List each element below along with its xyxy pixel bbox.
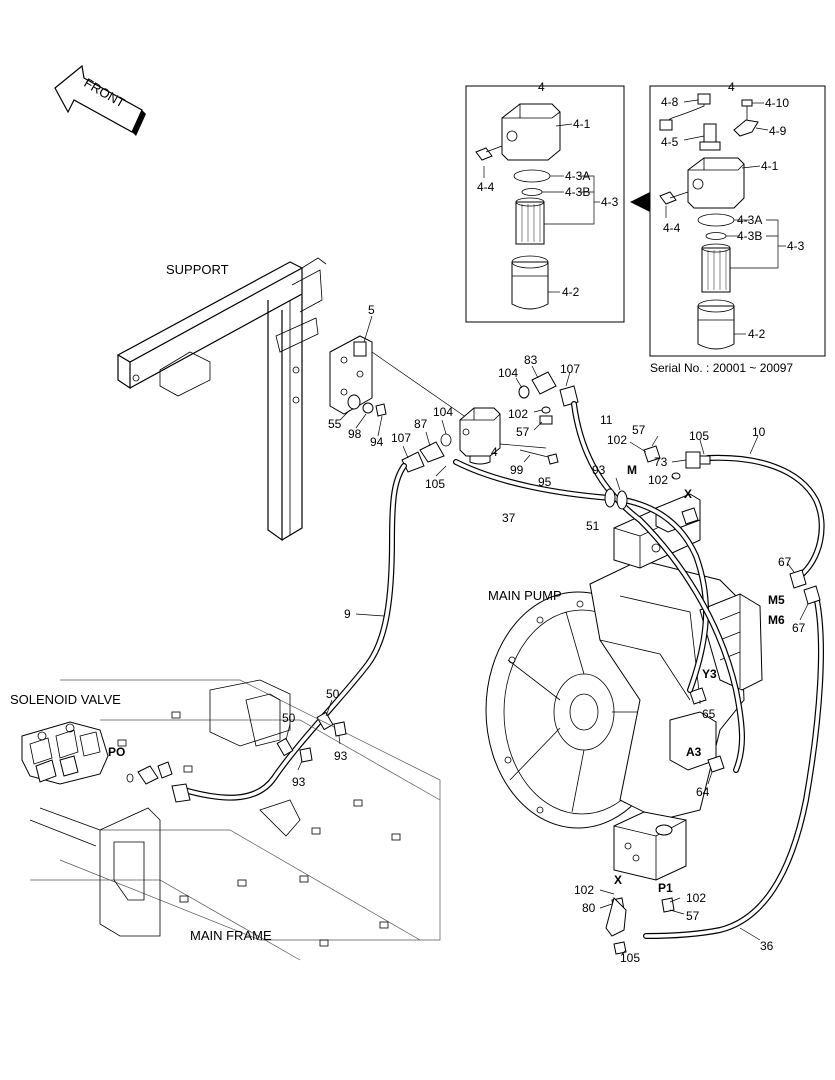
part-number: 10 (752, 425, 766, 439)
inset-left-label: 4-3 (601, 195, 619, 209)
inset-right-label: 4-8 (661, 95, 679, 109)
part-number: 80 (582, 901, 596, 915)
port-label: M5 (768, 593, 785, 607)
part-number: 5 (368, 303, 375, 317)
part-number: 104 (498, 366, 518, 380)
part-number: 94 (370, 435, 384, 449)
support-label: SUPPORT (166, 262, 229, 277)
main-frame (29, 679, 441, 961)
port-label: A3 (686, 745, 702, 759)
part-number: 57 (632, 423, 646, 437)
part-number: 87 (414, 417, 428, 431)
part-number: 107 (391, 431, 411, 445)
inset-right-label: 4-3 (787, 239, 805, 253)
serial-note: Serial No. : 20001 ~ 20097 (650, 361, 793, 375)
part-number: 93 (592, 463, 606, 477)
solenoid-valve-label: SOLENOID VALVE (10, 692, 121, 707)
part-number: 50 (326, 687, 340, 701)
part-number: 102 (607, 433, 627, 447)
part-number: 36 (760, 939, 774, 953)
part-number: 105 (689, 429, 709, 443)
inset-right-label: 4-5 (661, 135, 679, 149)
port-label: P1 (658, 881, 673, 895)
inset-right: 4 (649, 80, 826, 375)
port-label: X (614, 873, 622, 887)
part-number: 93 (292, 775, 306, 789)
inset-right-label: 4-4 (663, 221, 681, 235)
part-number: 93 (334, 749, 348, 763)
inset-right-label: 4-1 (761, 159, 779, 173)
inset-left-label: 4-1 (573, 117, 591, 131)
main-pump-label: MAIN PUMP (488, 588, 562, 603)
part-number: 55 (328, 417, 342, 431)
part-number: 51 (586, 519, 600, 533)
port-label: X (684, 487, 692, 501)
part-number: 11 (600, 413, 613, 427)
part-number: 50 (282, 711, 296, 725)
inset-left-title: 4 (538, 80, 545, 94)
part-number: 102 (686, 891, 706, 905)
part-number: 95 (538, 475, 552, 489)
fitting-group-83: 83 104 107 102 57 (498, 353, 580, 439)
part-number: 65 (702, 707, 716, 721)
part-number: 104 (433, 405, 453, 419)
part-number: 64 (696, 785, 710, 799)
part-number: 67 (778, 555, 792, 569)
main-pump (485, 493, 763, 913)
port-label: M (627, 463, 637, 477)
fittings-right: 11 57 102 73 102 105 10 93 51 37 67 67 6… (502, 413, 821, 965)
part-number: 83 (524, 353, 538, 367)
inset-right-label: 4-10 (765, 96, 789, 110)
part-number: 4 (491, 445, 498, 459)
inset-left: 4 4-1 4-4 4-3A 4-3B 4-3 4-2 (465, 80, 625, 323)
part-number: 67 (792, 621, 806, 635)
inset-left-label: 4-2 (562, 285, 580, 299)
part-number: 9 (344, 607, 351, 621)
part-number: 105 (620, 951, 640, 965)
bracket-part-5: 5 55 98 94 (328, 303, 471, 449)
inset-left-label: 4-4 (477, 180, 495, 194)
solenoid-valve (21, 721, 191, 803)
part-number: 105 (425, 477, 445, 491)
support-structure (116, 257, 327, 542)
main-frame-label: MAIN FRAME (190, 928, 272, 943)
inset-right-label: 4-9 (769, 124, 787, 138)
port-label: M6 (768, 613, 785, 627)
front-arrow: FRONT (54, 64, 146, 136)
part-number: 102 (508, 407, 528, 421)
part-number: 57 (516, 425, 530, 439)
part-number: 102 (648, 473, 668, 487)
part-number: 57 (686, 909, 700, 923)
port-label: PO (108, 745, 125, 759)
hoses (181, 401, 825, 939)
part-number: 107 (560, 362, 580, 376)
part-number: 99 (510, 463, 524, 477)
inset-right-label: 4-3B (737, 229, 762, 243)
inset-left-label: 4-3A (565, 169, 590, 183)
port-label: Y3 (702, 667, 717, 681)
pointer-triangle (630, 192, 650, 212)
part-number: 37 (502, 511, 516, 525)
part-number: 98 (348, 427, 362, 441)
part-number: 102 (574, 883, 594, 897)
inset-right-label: 4-3A (737, 213, 762, 227)
inset-left-label: 4-3B (565, 185, 590, 199)
part-number: 73 (654, 455, 668, 469)
inset-right-title: 4 (728, 80, 735, 94)
inset-right-label: 4-2 (748, 327, 766, 341)
filter-assembly-4: 4 99 95 104 87 107 105 (391, 405, 559, 491)
